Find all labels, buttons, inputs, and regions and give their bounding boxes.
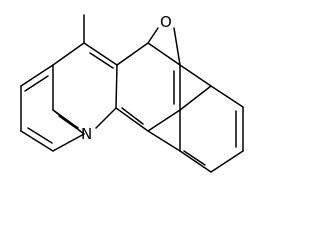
bond-left-5-inner bbox=[58, 115, 77, 129]
bond-c12a-c8a bbox=[115, 64, 118, 109]
bond-left-4 bbox=[52, 133, 85, 152]
oxygen-atom-label: O bbox=[160, 13, 172, 31]
bond-right-4 bbox=[210, 150, 244, 173]
structure-canvas: N O bbox=[20, 13, 244, 173]
bond-left-3 bbox=[20, 130, 54, 152]
bond-right-5-inner bbox=[183, 150, 206, 166]
bond-right-5 bbox=[179, 150, 212, 173]
bond-left-3-inner bbox=[27, 127, 53, 144]
bond-c9-c8a bbox=[83, 42, 118, 66]
bond-c6a-c12b bbox=[147, 109, 181, 132]
epoxide-bond-left bbox=[147, 27, 159, 44]
molecule-structure-diagram: N O bbox=[20, 13, 244, 173]
bond-c12b-c12a-inner bbox=[121, 107, 144, 125]
bond-right-2 bbox=[210, 85, 244, 108]
bond-right-6 bbox=[147, 130, 181, 152]
bond-right-1 bbox=[179, 64, 212, 87]
bond-left-1-inner bbox=[24, 75, 49, 92]
bond-c8a-c7 bbox=[116, 42, 149, 66]
bond-right-7 bbox=[179, 85, 212, 111]
bond-c9-c8a-inner bbox=[89, 52, 114, 69]
bond-c7-c6 bbox=[147, 42, 181, 66]
bond-n-c12a bbox=[95, 107, 117, 129]
bond-c9-c9a bbox=[52, 42, 85, 66]
nitrogen-atom-label: N bbox=[81, 125, 92, 143]
bond-c12b-c12a bbox=[115, 107, 149, 132]
bond-left-1 bbox=[20, 64, 54, 87]
epoxide-bond-right bbox=[173, 27, 181, 66]
